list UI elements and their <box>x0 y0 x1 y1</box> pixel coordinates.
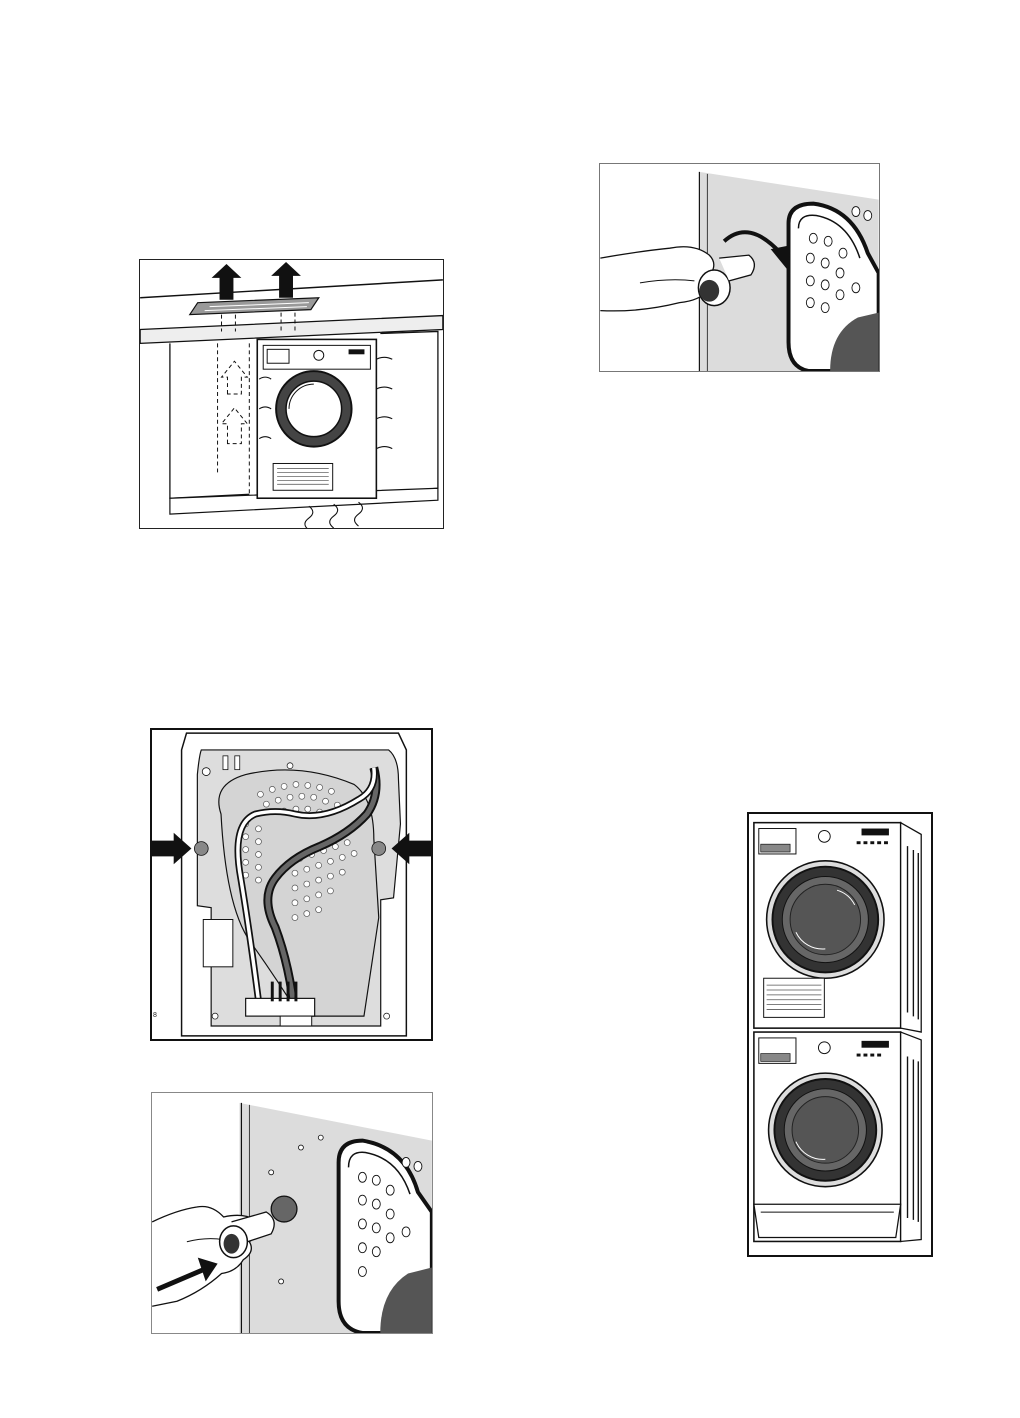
tap-turn-icon <box>599 163 880 372</box>
page-number: 8 <box>153 1012 157 1019</box>
built-in-dryer-ventilation-icon <box>139 259 444 529</box>
rear-panel-hose-icon <box>150 728 433 1041</box>
tap-insert-icon <box>151 1092 433 1334</box>
stacked-washer-dryer-icon <box>747 812 933 1257</box>
